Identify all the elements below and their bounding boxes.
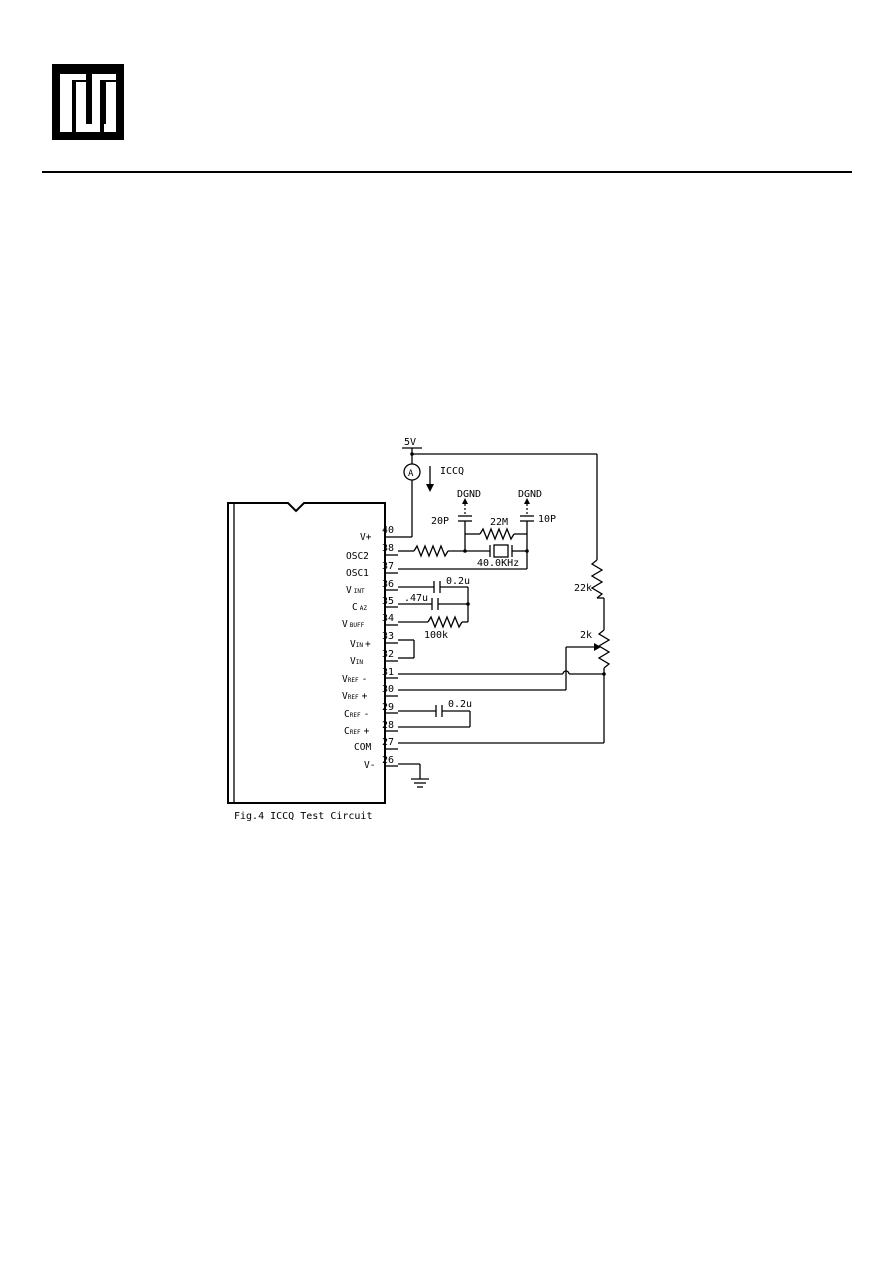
dgnd-arrow-icon <box>524 498 530 504</box>
pin-label-caz-sub: AZ <box>360 605 368 612</box>
res-22m-icon <box>479 527 515 541</box>
pin-number-30: 30 <box>382 684 394 695</box>
pin-number-38: 38 <box>382 543 394 554</box>
pin-label-cref-plus: C <box>344 726 350 737</box>
res-100k-icon <box>427 615 463 629</box>
pin-number-33: 33 <box>382 631 394 642</box>
cap-10p-label: 10P <box>538 514 556 525</box>
crystal-label: 40.0KHz <box>477 558 519 569</box>
res-22k-icon <box>590 559 604 599</box>
cap-int-label: 0.2u <box>446 576 470 587</box>
pin-label-vref-plus: V <box>342 691 348 702</box>
pin-label-cref-plus-sub: REF <box>350 729 361 736</box>
pin-number-26: 26 <box>382 755 394 766</box>
integrator-network: 0.2u .47u 100k <box>398 576 470 641</box>
pin-label-com: COM <box>354 742 371 753</box>
supply-network: 5V A ICCQ <box>398 437 597 538</box>
pot-2k-label: 2k <box>580 630 592 641</box>
osc-resistor-icon <box>413 544 449 558</box>
pin-number-36: 36 <box>382 579 394 590</box>
company-logo-icon <box>52 64 124 140</box>
svg-text:VREF-: VREF- <box>342 674 367 685</box>
ic-package <box>227 502 386 804</box>
pin-label-osc2: OSC2 <box>346 551 369 562</box>
pin-label-vin-plus-sign: + <box>365 639 371 650</box>
cref-network: 0.2u <box>398 699 472 728</box>
cap-20p-label: 20P <box>431 516 449 527</box>
pot-2k-icon <box>597 629 611 669</box>
pin-label-vin-minus-sub: IN <box>356 659 364 666</box>
pin-label-cref-minus-sub: REF <box>350 712 361 719</box>
pin-leads <box>385 536 398 767</box>
ground-network <box>398 763 429 788</box>
ammeter-symbol: A <box>408 469 414 479</box>
pin-label-cref-minus-sign: - <box>364 709 370 720</box>
pin-label-vbuff: V <box>342 619 348 630</box>
pin-label-vin-plus: V <box>350 639 356 650</box>
svg-text:CAZ: CAZ <box>352 602 367 613</box>
pin-label-vref-plus-sign: + <box>362 691 368 702</box>
pin-label-v-minus: V- <box>364 760 375 771</box>
pin-number-40: 40 <box>382 525 394 536</box>
svg-text:VIN: VIN <box>350 656 363 667</box>
cap-az-label: .47u <box>404 593 428 604</box>
pin-label-vref-minus-sub: REF <box>348 677 359 684</box>
pin-label-vref-minus-sign: - <box>362 674 368 685</box>
header-rule <box>42 171 852 173</box>
cap-ref-label: 0.2u <box>448 699 472 710</box>
figure-caption: Fig.4 ICCQ Test Circuit <box>234 811 372 822</box>
pin-number-37: 37 <box>382 561 394 572</box>
pin-number-28: 28 <box>382 720 394 731</box>
pin-label-cref-plus-sign: + <box>364 726 370 737</box>
res-22m-label: 22M <box>490 517 508 528</box>
svg-text:CREF+: CREF+ <box>344 726 370 737</box>
dgnd-arrow-icon <box>462 498 468 504</box>
res-100k-label: 100k <box>424 630 448 641</box>
pin-label-caz: C <box>352 602 358 613</box>
dgnd-label-2: DGND <box>518 489 542 500</box>
pin-label-vin-plus-sub: IN <box>356 642 364 649</box>
pin-label-vint-sub: INT <box>354 588 365 595</box>
pin-number-29: 29 <box>382 702 394 713</box>
dgnd-label-1: DGND <box>457 489 481 500</box>
pin-label-vref-minus: V <box>342 674 348 685</box>
pin-numbers: 40 38 37 36 35 34 33 32 31 30 29 28 27 2… <box>382 525 394 766</box>
svg-text:VIN+: VIN+ <box>350 639 371 650</box>
oscillator-network: DGND DGND 20P 10P 22M 40.0KHz <box>398 489 556 570</box>
vin-short <box>398 639 415 659</box>
pin-number-35: 35 <box>382 596 394 607</box>
pin-label-vin-minus: V <box>350 656 356 667</box>
current-label: ICCQ <box>440 466 464 477</box>
reference-network: 22k 2k <box>398 454 611 744</box>
pin-number-34: 34 <box>382 613 394 624</box>
pin-number-32: 32 <box>382 649 394 660</box>
pin-label-cref-minus: C <box>344 709 350 720</box>
pin-number-31: 31 <box>382 667 394 678</box>
pin-label-osc1: OSC1 <box>346 568 369 579</box>
pin-label-v-plus: V+ <box>360 532 372 543</box>
supply-label: 5V <box>404 437 416 448</box>
pin-label-vbuff-sub: BUFF <box>350 622 365 629</box>
svg-text:VREF+: VREF+ <box>342 691 368 702</box>
pin-number-27: 27 <box>382 737 394 748</box>
pin-label-vref-plus-sub: REF <box>348 694 359 701</box>
res-22k-label: 22k <box>574 583 592 594</box>
crystal-icon <box>493 544 509 558</box>
svg-text:CREF-: CREF- <box>344 709 369 720</box>
pin-label-vint: V <box>346 585 352 596</box>
